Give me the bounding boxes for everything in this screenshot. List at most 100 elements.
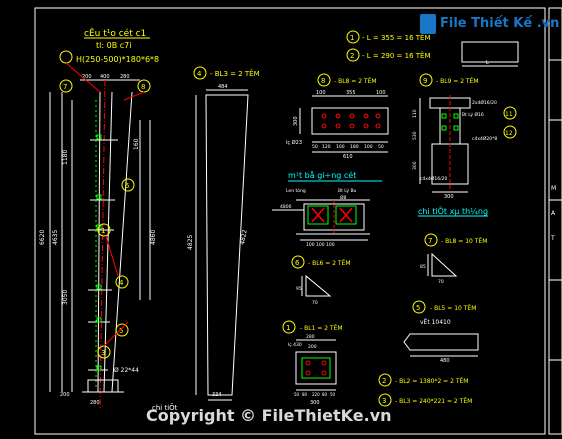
svg-text:12: 12: [505, 130, 513, 137]
svg-text:M: M: [551, 185, 556, 192]
svg-text:300: 300: [412, 161, 418, 170]
svg-text:300: 300: [310, 400, 320, 406]
svg-text:100: 100: [316, 90, 326, 96]
svg-text:80: 80: [302, 392, 308, 397]
svg-text:8: 8: [141, 83, 145, 91]
svg-text:2: 2: [350, 52, 354, 60]
svg-text:400: 400: [100, 74, 110, 80]
svg-text:4: 4: [119, 279, 124, 287]
svg-text:Len tõng: Len tõng: [286, 188, 306, 194]
svg-text:4800: 4800: [280, 204, 292, 210]
section-caption: chi tiÕt xµ th¼ng: [418, 205, 488, 216]
svg-text:70: 70: [438, 279, 444, 285]
svg-text:c4x4Ø16/20: c4x4Ø16/20: [420, 175, 448, 182]
svg-text:Bt Lý Ø16: Bt Lý Ø16: [462, 111, 484, 118]
svg-text:4822: 4822: [239, 229, 249, 245]
svg-text:6: 6: [295, 259, 300, 267]
svg-text:180: 180: [350, 144, 359, 150]
column-subtitle: tl: 0B c7i: [96, 41, 131, 50]
plate-23-notes[interactable]: 2 - BL2 = 1380*2 = 2 TÊM 3 - BL3 = 240*2…: [378, 373, 472, 407]
plate-4-detail[interactable]: 4 - BL3 = 2 TÊM 484 4825 4822 334: [187, 66, 260, 401]
svg-text:- BL9 = 2 TÊM: - BL9 = 2 TÊM: [436, 77, 479, 85]
svg-text:4635: 4635: [52, 230, 59, 245]
svg-text:- L = 355 = 16 TÊM: - L = 355 = 16 TÊM: [362, 33, 431, 42]
svg-text:100: 100: [364, 144, 373, 150]
svg-text:100: 100: [376, 90, 386, 96]
svg-text:1: 1: [286, 324, 290, 332]
svg-text:300: 300: [293, 116, 299, 126]
svg-text:- BL1 = 2 TÊM: - BL1 = 2 TÊM: [300, 324, 343, 332]
column-bottom-label: chi tiÕt: [152, 403, 178, 412]
svg-text:7: 7: [63, 83, 67, 91]
svg-text:280: 280: [306, 334, 315, 340]
column-spec: H(250-500)*180*6*8: [76, 55, 159, 64]
watermark-footer: Copyright © FileThietKe.vn: [146, 406, 392, 425]
mark-circle: [59, 50, 73, 64]
svg-text:280: 280: [90, 400, 100, 406]
elevation-right[interactable]: 9 - BL9 = 2 TÊM 2x4Ø16/20 Bt Lý Ø16 c4x4…: [412, 73, 517, 217]
svg-text:530: 530: [412, 131, 418, 140]
svg-text:2: 2: [382, 377, 386, 385]
svg-text:- BL6 = 2 TÊM: - BL6 = 2 TÊM: [308, 259, 351, 267]
plate-1-detail[interactable]: 1 - BL1 = 2 TÊM lç 430 280 200 50 80 220…: [282, 320, 343, 406]
svg-text:1: 1: [101, 227, 105, 235]
svg-text:355: 355: [346, 90, 356, 96]
column-detail[interactable]: cÊu t¹o cét c1 tl: 0B c7i H(250-500)*180…: [39, 27, 178, 412]
plate-5-detail[interactable]: 5 - BL5 = 10 TÊM vËt 10410 480: [403, 300, 479, 364]
svg-text:- BL3 = 2 TÊM: - BL3 = 2 TÊM: [210, 69, 260, 78]
svg-text:280: 280: [120, 74, 130, 80]
section-view[interactable]: m¹t bå gi÷ng cét Len tõng Bt Lý Bu Ø8 48…: [272, 170, 382, 248]
anchor-label: Ø 22*44: [114, 367, 139, 374]
svg-text:110: 110: [412, 109, 418, 118]
svg-text:- BL3 = 240*221 = 2 TÊM: - BL3 = 240*221 = 2 TÊM: [395, 397, 472, 405]
column-title: cÊu t¹o cét c1: [84, 27, 146, 39]
file-icon: [420, 14, 436, 34]
svg-text:200: 200: [308, 344, 317, 350]
svg-text:lç 430: lç 430: [288, 342, 302, 348]
svg-text:4825: 4825: [187, 235, 194, 250]
top-right-part[interactable]: L: [461, 41, 519, 67]
svg-text:480: 480: [440, 358, 450, 364]
svg-text:- BL8 = 10 TÊM: - BL8 = 10 TÊM: [441, 237, 487, 245]
svg-text:3: 3: [382, 397, 386, 405]
svg-text:334: 334: [212, 392, 222, 398]
svg-text:lç Ø23: lç Ø23: [286, 139, 302, 146]
svg-text:100 100 100: 100 100 100: [306, 242, 335, 248]
svg-text:610: 610: [343, 154, 353, 160]
svg-text:95: 95: [296, 286, 302, 292]
svg-text:300: 300: [444, 194, 454, 200]
svg-text:Bt Lý Bu: Bt Lý Bu: [338, 187, 357, 194]
plate-7-detail[interactable]: 7 - BL8 = 10 TÊM 85 70: [420, 233, 487, 285]
svg-text:8: 8: [321, 77, 325, 85]
svg-text:50: 50: [312, 144, 318, 150]
watermark-brand: File Thiết Kế .vn: [440, 16, 560, 31]
svg-text:100: 100: [336, 144, 345, 150]
svg-text:200: 200: [60, 392, 70, 398]
svg-text:1180: 1180: [62, 150, 69, 165]
svg-text:220: 220: [312, 392, 320, 397]
svg-text:- BL2 = 1380*2 = 2 TÊM: - BL2 = 1380*2 = 2 TÊM: [395, 377, 468, 385]
svg-text:50: 50: [378, 144, 384, 150]
svg-text:484: 484: [218, 84, 228, 90]
svg-text:85: 85: [420, 264, 426, 270]
svg-text:2x4Ø16/20: 2x4Ø16/20: [472, 99, 497, 106]
svg-text:50: 50: [330, 392, 336, 397]
svg-text:m¹t bå gi÷ng cét: m¹t bå gi÷ng cét: [288, 170, 356, 180]
svg-text:vËt 10410: vËt 10410: [420, 319, 451, 326]
svg-text:6620: 6620: [39, 230, 46, 245]
svg-text:1: 1: [350, 34, 354, 42]
svg-text:200: 200: [82, 74, 92, 80]
svg-text:7: 7: [428, 237, 432, 245]
plate-8-detail[interactable]: 8 - BL8 = 2 TÊM 100 355 100 300 lç Ø23 5…: [286, 73, 389, 160]
svg-text:Ø8: Ø8: [340, 194, 347, 201]
svg-text:160: 160: [133, 138, 140, 150]
plate-6-detail[interactable]: 6 - BL6 = 2 TÊM 95 70: [291, 255, 351, 306]
svg-text:3: 3: [101, 349, 105, 357]
svg-text:9: 9: [423, 77, 427, 85]
notes-block[interactable]: 1 - L = 355 = 16 TÊM 2 - L = 290 = 16 TÊ…: [346, 30, 431, 62]
svg-text:50: 50: [294, 392, 300, 397]
svg-text:- BL5 = 10 TÊM: - BL5 = 10 TÊM: [430, 304, 476, 312]
drawing-border: [34, 7, 546, 435]
